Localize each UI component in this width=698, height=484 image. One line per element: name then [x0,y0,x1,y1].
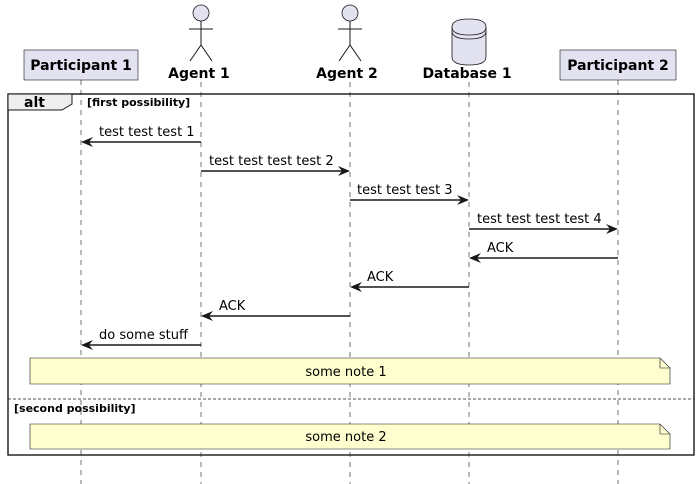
participant-2-header: Participant 2 [559,49,677,81]
message-7: ACK [201,299,350,321]
message-4: test test test test 4 [469,212,618,234]
guard-second: [second possibility] [14,402,136,415]
message-label: ACK [219,299,246,314]
message-label: do some stuff [99,328,189,343]
agent-2-label: Agent 2 [316,66,378,82]
participant-1-label: Participant 1 [30,58,132,74]
note-1: some note 1 [29,357,671,385]
actor-icon [338,4,362,62]
message-3: test test test 3 [350,183,469,205]
database-1-label: Database 1 [422,66,511,82]
note-text: some note 2 [305,430,386,445]
message-label: test test test test 4 [477,212,602,227]
agent-1-label: Agent 1 [168,66,230,82]
participant-1-header: Participant 1 [23,49,139,81]
message-label: test test test 3 [357,183,453,198]
participant-2-label: Participant 2 [567,58,669,74]
note-text: some note 1 [305,365,386,380]
message-2: test test test test 2 [201,154,350,176]
agent-1-header: Agent 1 [168,4,230,82]
message-label: ACK [367,270,394,285]
message-label: ACK [487,241,514,256]
actor-icon [189,4,213,62]
message-5: ACK [469,241,618,263]
message-label: test test test 1 [99,125,195,140]
database-icon [451,18,487,66]
guard-first: [first possibility] [87,96,190,109]
note-2: some note 2 [29,423,671,450]
message-label: test test test test 2 [209,154,334,169]
agent-2-header: Agent 2 [316,4,378,82]
message-6: ACK [350,270,469,292]
message-1: test test test 1 [81,125,201,147]
database-1-header: Database 1 [422,18,512,82]
alt-fragment: alt [first possibility] [second possibil… [7,93,695,456]
alt-keyword: alt [24,95,45,111]
message-8: do some stuff [81,328,201,350]
